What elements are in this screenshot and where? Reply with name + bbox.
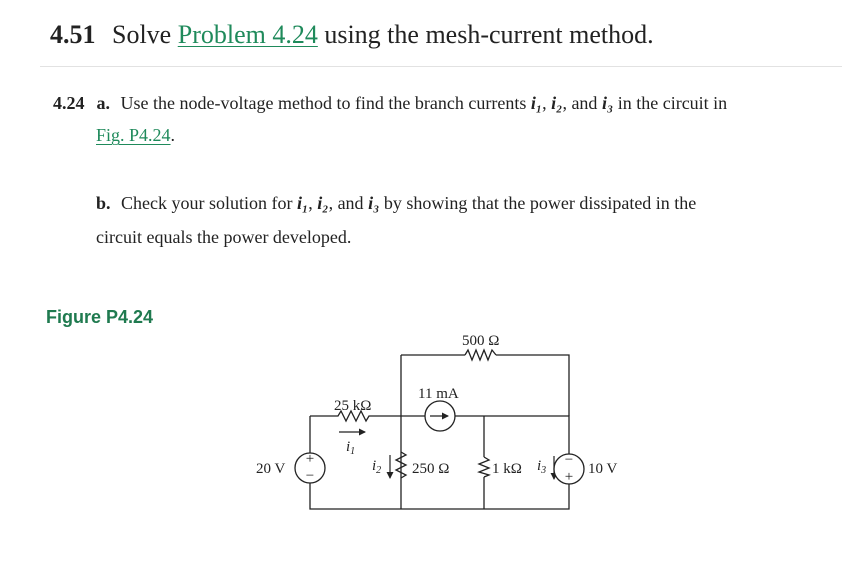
voltage-source-10v: − + 10 V (553, 452, 617, 485)
current-i3-label: i3 (537, 458, 546, 476)
current-i2-label: i2 (372, 458, 381, 476)
part-a-letter: a. (96, 93, 111, 113)
part-b-i2: i₂ (317, 193, 329, 213)
source-10v-label: 10 V (588, 461, 617, 477)
part-b-text-pre: Check your solution for (121, 193, 293, 213)
part-a-sep1: , (542, 93, 547, 113)
problem-number: 4.51 (50, 20, 96, 49)
part-a-line-2: Fig. P4.24. (96, 118, 175, 152)
part-b-sep2: , and (328, 193, 364, 213)
current-source-11ma-label: 11 mA (418, 386, 459, 402)
part-a-text-pre: Use the node-voltage method to find the … (120, 93, 527, 113)
part-b-letter: b. (96, 193, 111, 213)
divider (40, 66, 842, 67)
current-source-11ma: 11 mA (418, 386, 459, 432)
problem-heading: 4.51 Solve Problem 4.24 using the mesh-c… (50, 18, 654, 52)
source-20v-minus: − (306, 468, 314, 484)
current-i1: i1 (339, 428, 366, 457)
source-10v-minus: − (565, 452, 573, 468)
current-i2: i2 (372, 455, 394, 479)
source-20v-plus: + (306, 451, 314, 467)
part-a-sep2: , and (562, 93, 598, 113)
part-b-i3: i₃ (368, 193, 380, 213)
resistor-1k-label: 1 kΩ (492, 461, 522, 477)
circuit-wires (309, 354, 570, 510)
part-a-i1: i₁ (530, 93, 543, 113)
resistor-1k: 1 kΩ (477, 456, 522, 478)
current-i1-label: i1 (346, 439, 355, 457)
part-a-i2: i₂ (551, 93, 563, 113)
resistor-25k-label: 25 kΩ (334, 398, 371, 414)
resistor-25k: 25 kΩ (328, 398, 375, 423)
part-b-i1: i₁ (297, 193, 309, 213)
part-b-sep1: , (308, 193, 313, 213)
source-10v-plus: + (565, 469, 573, 485)
resistor-250: 250 Ω (394, 451, 449, 479)
part-a-end: . (170, 125, 176, 145)
source-20v-label: 20 V (256, 461, 285, 477)
problem-424-number: 4.24 (53, 93, 85, 113)
voltage-source-20v: + − 20 V (256, 451, 326, 484)
part-b-line-1: b. Check your solution for i₁, i₂, and i… (96, 186, 696, 220)
resistor-500: 500 Ω (462, 333, 499, 362)
part-a-i3: i₃ (601, 93, 614, 113)
fig-p4-24-link[interactable]: Fig. P4.24 (96, 125, 171, 145)
current-i3: i3 (537, 456, 558, 480)
part-a-line-1: 4.24 a. Use the node-voltage method to fi… (53, 86, 727, 120)
resistor-500-label: 500 Ω (462, 333, 499, 349)
problem-text-after: using the mesh-current method. (324, 20, 654, 49)
part-b-line-2: circuit equals the power developed. (96, 227, 352, 247)
part-b-text-post: by showing that the power dissipated in … (383, 193, 697, 213)
problem-text-before: Solve (112, 20, 172, 49)
problem-4-24-link[interactable]: Problem 4.24 (177, 20, 318, 49)
part-a-text-post: in the circuit in (617, 93, 728, 113)
resistor-250-label: 250 Ω (412, 461, 449, 477)
figure-label: Figure P4.24 (46, 307, 154, 327)
